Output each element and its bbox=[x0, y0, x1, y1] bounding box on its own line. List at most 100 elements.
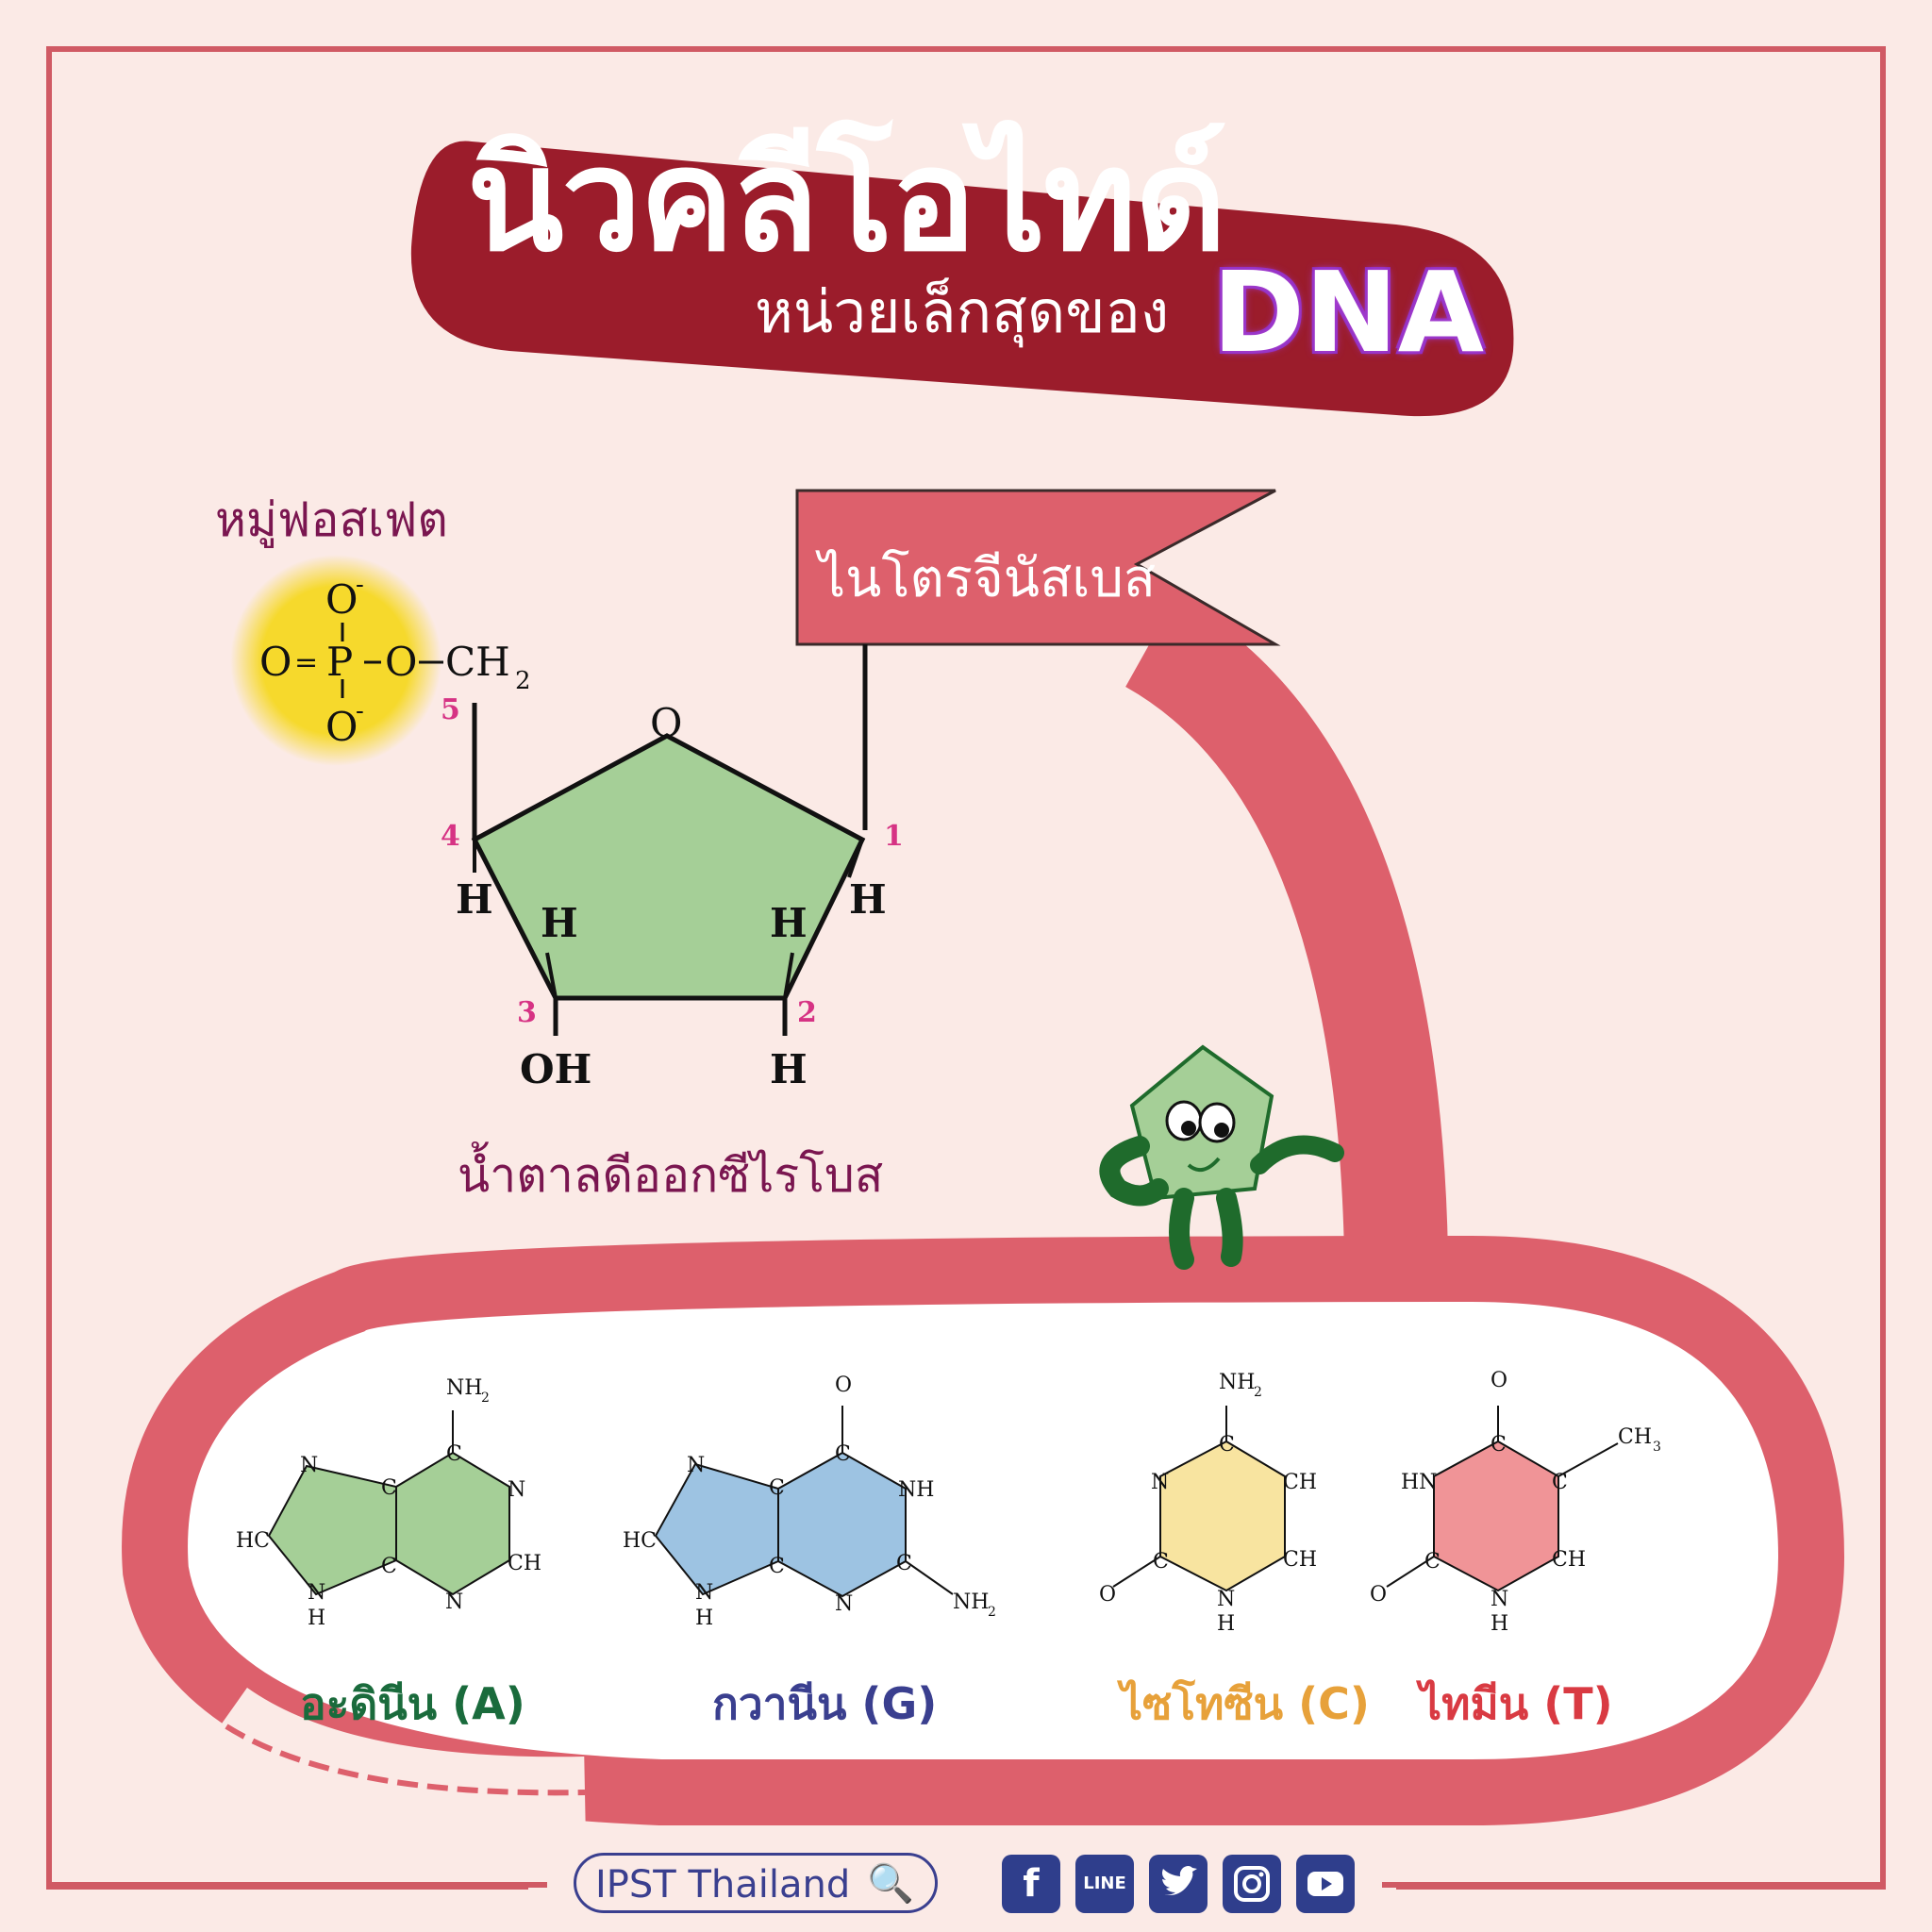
t-o4: O bbox=[1491, 1369, 1507, 1392]
g-n3: N bbox=[835, 1592, 853, 1616]
carbon-4: 4 bbox=[441, 820, 460, 853]
base-name-cytosine: ไซโทซีน (C) bbox=[1121, 1678, 1370, 1729]
g-n9: N bbox=[695, 1581, 713, 1605]
youtube-icon[interactable] bbox=[1296, 1855, 1355, 1913]
bond-h1 bbox=[847, 839, 864, 878]
t-n1: N bbox=[1491, 1588, 1508, 1611]
sugar-ring bbox=[471, 733, 866, 1001]
g-c6: C bbox=[835, 1442, 851, 1466]
t-ch3-sub: 3 bbox=[1653, 1440, 1661, 1455]
h-4: H bbox=[456, 876, 493, 923]
c-n1: N bbox=[1217, 1588, 1235, 1611]
g-h9: H bbox=[695, 1607, 713, 1630]
t-ch6: CH bbox=[1552, 1548, 1586, 1572]
facebook-icon[interactable]: f bbox=[1002, 1855, 1060, 1913]
a-c6: C bbox=[446, 1442, 462, 1466]
a-n9: N bbox=[308, 1581, 325, 1605]
t-h1: H bbox=[1491, 1612, 1508, 1636]
g-hc8: HC bbox=[623, 1529, 657, 1553]
g-nh2-sub: 2 bbox=[988, 1605, 996, 1620]
line-icon-label: LINE bbox=[1083, 1874, 1126, 1893]
c-ch6: CH bbox=[1283, 1548, 1317, 1572]
nitrogen-base-label: ไนโตรจีนัสเบส bbox=[819, 548, 1157, 609]
g-o: O bbox=[835, 1374, 852, 1397]
c-c2: C bbox=[1153, 1550, 1169, 1574]
phos-sub2: 2 bbox=[515, 667, 531, 695]
t-c2: C bbox=[1424, 1550, 1441, 1574]
carbon-1: 1 bbox=[884, 820, 904, 853]
line-icon[interactable]: LINE bbox=[1075, 1855, 1134, 1913]
h-1: H bbox=[849, 876, 887, 923]
c-c4: C bbox=[1219, 1433, 1235, 1457]
carbon-3: 3 bbox=[517, 996, 537, 1029]
phos-o-top: O bbox=[325, 576, 358, 623]
phos-eq: = bbox=[294, 646, 318, 679]
cytosine-structure bbox=[1112, 1406, 1286, 1592]
t-c4: C bbox=[1491, 1433, 1507, 1457]
c-nh2-sub: 2 bbox=[1254, 1385, 1262, 1400]
guanine-structure bbox=[654, 1406, 954, 1598]
page-title: นิวคลีโอไทด์ bbox=[467, 119, 1226, 283]
twitter-icon[interactable] bbox=[1149, 1855, 1208, 1913]
a-c5: C bbox=[381, 1476, 397, 1500]
h-3top: H bbox=[541, 900, 578, 946]
c-h1: H bbox=[1217, 1612, 1235, 1636]
bond-h3 bbox=[545, 952, 558, 999]
a-ch2: CH bbox=[508, 1552, 541, 1575]
a-n3: N bbox=[445, 1591, 463, 1614]
a-h9: H bbox=[308, 1607, 325, 1630]
ring-oxygen: O bbox=[650, 700, 682, 746]
page-subtitle: หน่วยเล็กสุดของ bbox=[755, 277, 1170, 346]
a-n1: N bbox=[508, 1478, 525, 1502]
a-hc8: HC bbox=[236, 1529, 270, 1553]
container-dash bbox=[225, 1724, 586, 1796]
phos-o-bottom: O bbox=[325, 704, 358, 750]
brand-badge[interactable]: IPST Thailand 🔍 bbox=[574, 1853, 938, 1913]
t-c5: C bbox=[1552, 1471, 1568, 1494]
t-o2: O bbox=[1370, 1583, 1387, 1607]
base-name-adenine: อะดินีน (A) bbox=[300, 1678, 525, 1729]
nitro-flag bbox=[795, 489, 1281, 646]
phos-p: P bbox=[326, 639, 353, 685]
brand-name: IPST Thailand bbox=[595, 1863, 851, 1907]
phos-minus-top: - bbox=[356, 571, 364, 599]
phos-ch2: CH bbox=[445, 639, 510, 685]
h-2: H bbox=[770, 1046, 808, 1092]
search-icon: 🔍 bbox=[867, 1862, 914, 1906]
oh-3: OH bbox=[520, 1046, 591, 1092]
h-2top: H bbox=[770, 900, 808, 946]
g-nh2: NH bbox=[953, 1591, 989, 1614]
carbon-5: 5 bbox=[441, 693, 460, 726]
c-o2: O bbox=[1099, 1583, 1116, 1607]
phosphate-label: หมู่ฟอสเฟต bbox=[215, 492, 448, 547]
thymine-structure bbox=[1386, 1406, 1619, 1592]
connector-band bbox=[1124, 596, 1448, 1257]
g-c5: C bbox=[769, 1476, 785, 1500]
phosphate-glow bbox=[230, 555, 441, 766]
a-n7: N bbox=[300, 1454, 318, 1477]
c-nh2: NH bbox=[1219, 1371, 1255, 1394]
bond-h2b bbox=[783, 952, 794, 999]
sugar-label: น้ำตาลดีออกซีไรโบส bbox=[458, 1148, 884, 1203]
phos-o-left: O bbox=[259, 639, 291, 685]
t-hn3: HN bbox=[1401, 1471, 1437, 1494]
g-n7: N bbox=[687, 1454, 705, 1477]
instagram-icon[interactable] bbox=[1223, 1855, 1281, 1913]
base-name-thymine: ไทมีน (T) bbox=[1420, 1678, 1613, 1729]
carbon-2: 2 bbox=[797, 996, 817, 1029]
phos-minus-bottom: - bbox=[356, 697, 364, 725]
a-nh2: NH bbox=[446, 1376, 482, 1400]
a-c4: C bbox=[381, 1555, 397, 1578]
g-c2: C bbox=[896, 1552, 912, 1575]
dna-highlight: DNA bbox=[1212, 247, 1485, 377]
c-n3: N bbox=[1151, 1471, 1169, 1494]
g-nh: NH bbox=[898, 1478, 934, 1502]
g-c4: C bbox=[769, 1555, 785, 1578]
phos-o-right: O bbox=[385, 639, 417, 685]
base-name-guanine: กวานีน (G) bbox=[712, 1678, 938, 1729]
title-banner bbox=[410, 141, 1514, 417]
t-ch3: CH bbox=[1618, 1425, 1652, 1449]
mascot bbox=[1099, 1044, 1344, 1270]
